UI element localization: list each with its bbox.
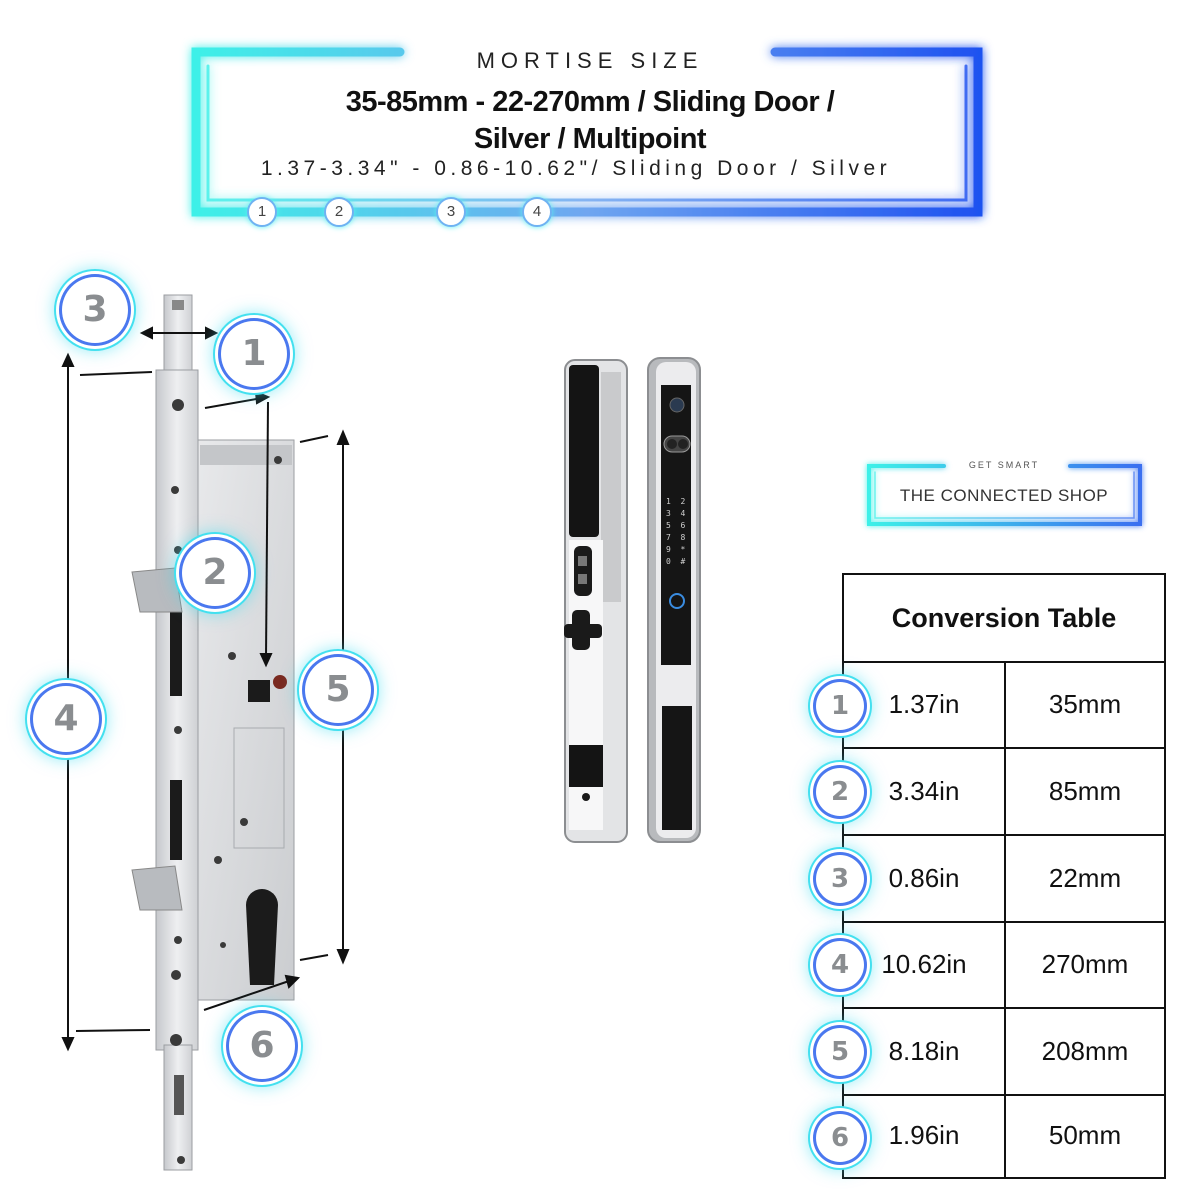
table-cell-mm: 22mm: [1048, 863, 1122, 893]
key-9: 9: [666, 545, 671, 554]
lower-hook: [131, 865, 183, 911]
keypad: 1 2 3 4 5 6 7 8 9 * 0 #: [666, 496, 692, 568]
table-row: 3.34in 85mm: [844, 748, 1164, 836]
table-row: 8.18in 208mm: [844, 1008, 1164, 1096]
key-4: 4: [680, 509, 686, 518]
key-7: 7: [666, 533, 671, 542]
header-badge-2: 2: [324, 197, 354, 227]
key-1: 1: [666, 497, 671, 506]
key-star: *: [680, 545, 686, 554]
mortise-lock-diagram: [61, 294, 350, 1171]
table-cell-mm: 270mm: [1041, 949, 1129, 979]
diagram-badge-1: 1: [221, 321, 287, 387]
table-cell-inches: 3.34in: [844, 748, 1006, 834]
table-cell-mm: 85mm: [1048, 776, 1122, 806]
key-8: 8: [680, 533, 686, 542]
diagram-badge-3: 3: [62, 277, 128, 343]
header-imperial-sizes: 1.37-3.34" - 0.86-10.62"/ Sliding Door /…: [260, 157, 892, 180]
table-cell-inches: 1.37in: [844, 661, 1006, 747]
smart-lock-product-image: [564, 357, 701, 843]
page-title-line-1: 35-85mm - 22-270mm / Sliding Door /: [345, 86, 835, 118]
table-cell-inches: 1.96in: [844, 1094, 1006, 1177]
table-row-badge-3: 3: [816, 855, 864, 903]
header-badge-3: 3: [436, 197, 466, 227]
header-badge-1: 1: [247, 197, 277, 227]
key-5: 5: [666, 521, 671, 530]
key-6: 6: [680, 521, 686, 530]
diagram-badge-2: 2: [182, 540, 248, 606]
table-row: 0.86in 22mm: [844, 835, 1164, 923]
table-row: 10.62in 270mm: [844, 921, 1164, 1009]
brand-logo: GET SMART THE CONNECTED SHOP: [866, 458, 1142, 526]
header-badge-4: 4: [522, 197, 552, 227]
header-neon-frame: [190, 40, 983, 217]
table-cell-inches: 10.62in: [844, 921, 1006, 1007]
page-title: 35-85mm - 22-270mm / Sliding Door / Silv…: [0, 84, 1180, 158]
brand-name: THE CONNECTED SHOP: [899, 486, 1109, 505]
table-cell-mm: 208mm: [1041, 1036, 1129, 1066]
upper-hook: [131, 567, 183, 613]
diagram-badge-6: 6: [229, 1013, 295, 1079]
key-3: 3: [666, 509, 671, 518]
conversion-table: Conversion Table 1.37in 35mm 3.34in 85mm…: [842, 573, 1166, 1179]
diagram-badge-5: 5: [305, 657, 371, 723]
key-0: 0: [666, 557, 671, 566]
brand-tagline: GET SMART: [968, 460, 1040, 470]
header-subtitle: MORTISE SIZE: [476, 48, 704, 73]
table-row-badge-2: 2: [816, 768, 864, 816]
table-row: 1.37in 35mm: [844, 661, 1164, 749]
key-hash: #: [680, 557, 686, 566]
diagram-badge-4: 4: [33, 686, 99, 752]
table-row-badge-1: 1: [816, 682, 864, 730]
table-row-badge-6: 6: [816, 1114, 864, 1162]
faceplate: [155, 369, 199, 1051]
conversion-table-title: Conversion Table: [844, 575, 1164, 663]
table-cell-mm: 35mm: [1048, 689, 1122, 719]
table-cell-inches: 0.86in: [844, 835, 1006, 921]
lock-case: [197, 439, 295, 1001]
page-title-line-2: Silver / Multipoint: [473, 123, 707, 155]
table-cell-mm: 50mm: [1048, 1120, 1122, 1150]
table-row-badge-4: 4: [816, 941, 864, 989]
table-row-badge-5: 5: [816, 1028, 864, 1076]
table-row: 1.96in 50mm: [844, 1094, 1164, 1177]
cylinder-hole: [246, 889, 278, 985]
table-cell-inches: 8.18in: [844, 1008, 1006, 1094]
key-2: 2: [680, 497, 686, 506]
